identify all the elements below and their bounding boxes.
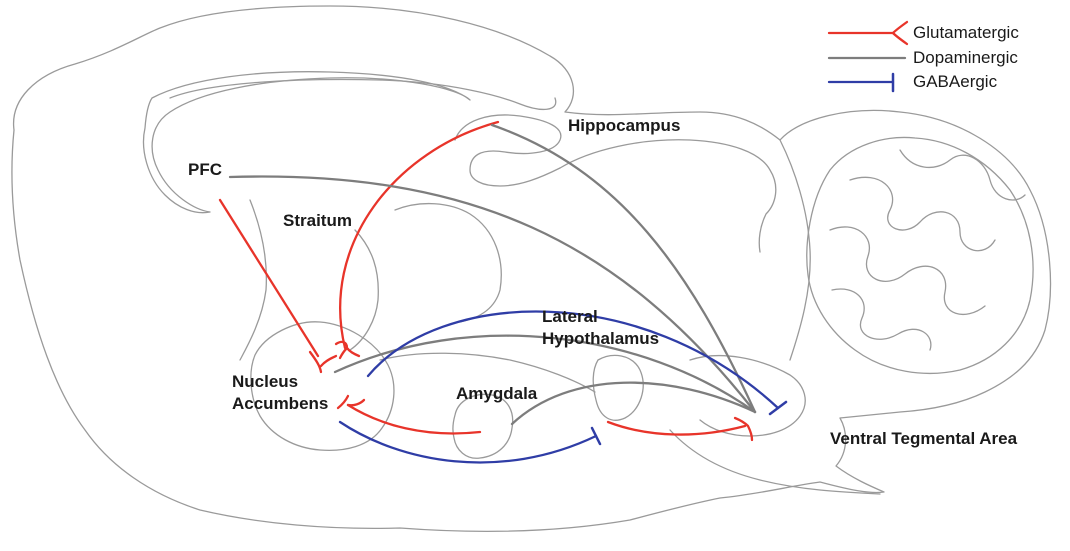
region-label-amygdala: Amygdala	[456, 383, 537, 404]
region-label-pfc: PFC	[188, 159, 222, 180]
legend-fork-icon	[893, 22, 907, 44]
region-label-straitum: Straitum	[283, 210, 352, 231]
region-label-lateral: Lateral	[542, 306, 598, 327]
glutamatergic-terminal-fork	[310, 352, 336, 372]
cerebellum-folia-1	[850, 177, 995, 250]
brain-outline	[12, 6, 1050, 531]
vta-to-hippocampus-dopaminergic	[492, 125, 755, 412]
hippocampus-to-nucleus-accumbens-glutamatergic	[340, 122, 498, 348]
cerebellum-stem	[780, 140, 810, 360]
outer-outline	[12, 6, 1050, 531]
hippocampus-outline	[455, 115, 561, 186]
glutamatergic-terminal-fork	[336, 342, 359, 358]
legend-item-gabaergic	[829, 74, 893, 91]
gabaergic-terminal-bar	[592, 428, 600, 444]
callosum-outline	[170, 80, 556, 110]
region-label-nucleus: Nucleus	[232, 371, 298, 392]
legend-label-dopaminergic: Dopaminergic	[913, 48, 1018, 68]
amygdala-to-nucleus-accumbens-glutamatergic	[348, 405, 480, 433]
region-label-vta: Ventral Tegmental Area	[830, 428, 1017, 449]
legend-label-glutamatergic: Glutamatergic	[913, 23, 1019, 43]
striatum-body	[395, 204, 501, 322]
glutamatergic-terminal-fork	[338, 396, 364, 408]
thalamus-outline	[560, 140, 776, 252]
hypothalamus-outline	[593, 355, 643, 420]
cortex-fold-1	[240, 200, 266, 360]
cerebellum-folia-3	[832, 289, 931, 350]
legend-item-glutamatergic	[829, 22, 907, 44]
region-label-hypothalamus: Hypothalamus	[542, 328, 659, 349]
legend-label-gabaergic: GABAergic	[913, 72, 997, 92]
cerebellum-outer	[807, 137, 1033, 373]
region-label-accumbens: Accumbens	[232, 393, 328, 414]
region-label-hippocampus: Hippocampus	[568, 115, 680, 136]
legend	[829, 22, 907, 91]
